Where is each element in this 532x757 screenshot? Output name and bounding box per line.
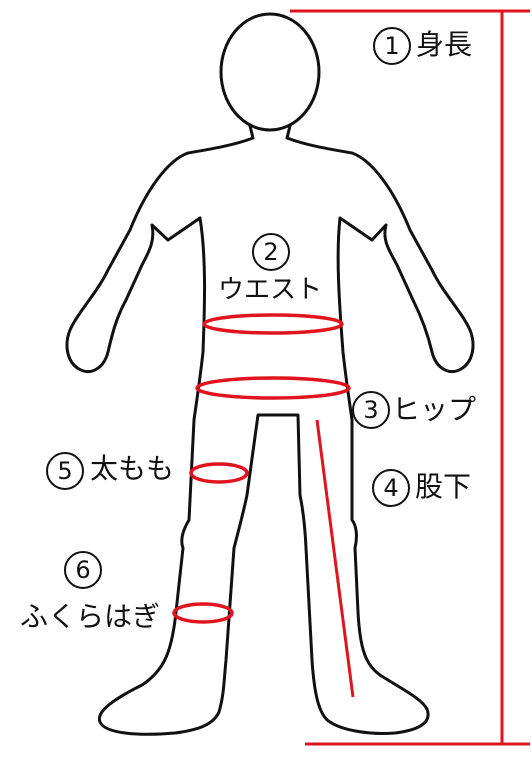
inseam-number: 4 [372,469,410,507]
hip-label: ヒップ [392,396,476,424]
waist-number: 2 [252,233,290,271]
height-number: 1 [373,27,411,65]
head-outline [221,14,319,130]
thigh-label: 太もも [90,455,174,483]
calf-label: ふくらはぎ [20,603,160,631]
thigh-number: 5 [46,452,84,490]
height-label: 身長 [416,31,472,59]
hip-number: 3 [352,391,390,429]
inseam-label: 股下 [415,473,471,501]
calf-number: 6 [64,551,102,589]
waist-label: ウエスト [218,277,322,303]
body-silhouette [67,118,473,734]
